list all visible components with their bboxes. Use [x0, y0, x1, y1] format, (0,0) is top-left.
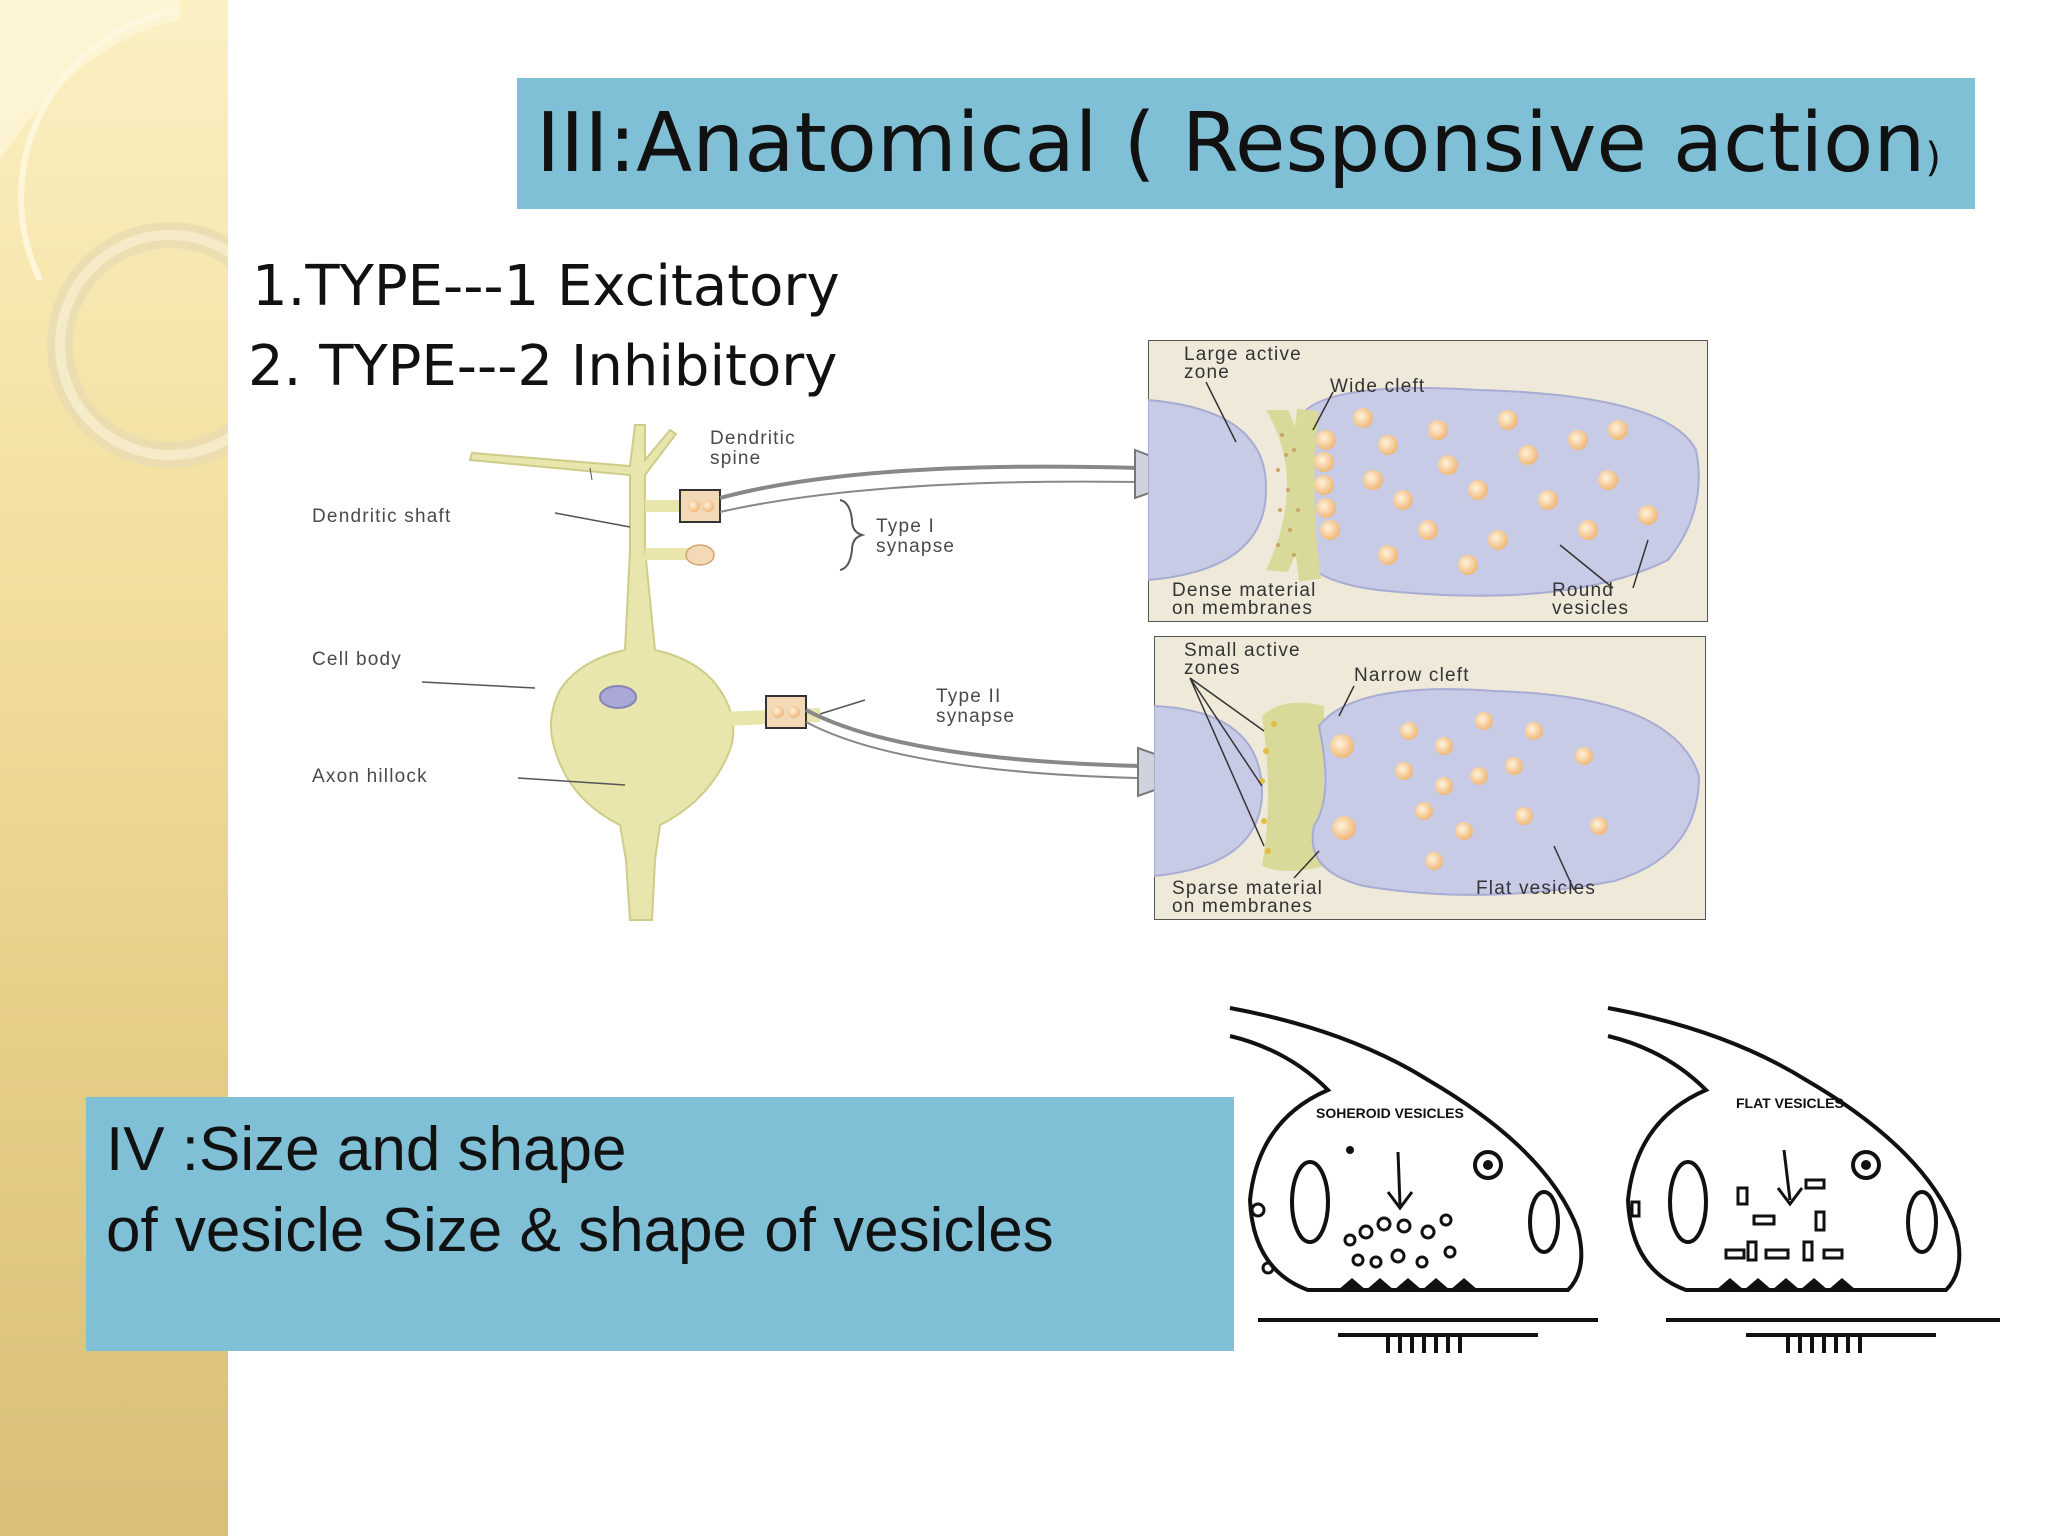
label-wide-cleft: Wide cleft: [1330, 376, 1425, 397]
type2-line: 2. TYPE---2 Inhibitory: [248, 334, 838, 399]
label-spheroid-vesicles: SOHEROID VESICLES: [1316, 1105, 1464, 1121]
label-small-active-zones-1: Small active: [1184, 640, 1301, 661]
neuron-synapse-diagram: Dendritic spine Dendritic shaft Type I s…: [312, 424, 1208, 921]
label-sparse-material-1: Sparse material: [1172, 878, 1323, 899]
flat-terminal: [1607, 1006, 2000, 1337]
type1-line: 1.TYPE---1 Excitatory: [252, 254, 840, 319]
round-vesicles: [1314, 408, 1658, 575]
spheroid-terminal: [1229, 1006, 1598, 1337]
label-small-active-zones-2: zones: [1184, 658, 1241, 679]
decorative-rings: [0, 0, 228, 468]
label-type1-2: synapse: [876, 536, 955, 557]
label-dense-material-1: Dense material: [1172, 580, 1317, 601]
label-dendritic-shaft: Dendritic shaft: [312, 506, 451, 527]
label-dendritic-spine-2: spine: [710, 448, 761, 469]
label-dendritic-spine-1: Dendritic: [710, 428, 796, 449]
vesicle-shape-sketches: SOHEROID VESICLES FLAT VESICLES: [1229, 1006, 2000, 1353]
label-round-vesicles-2: vesicles: [1552, 598, 1629, 619]
size-shape-line2: of vesicle Size & shape of vesicles: [106, 1196, 1054, 1265]
slide-title: III:Anatomical ( Responsive action): [536, 84, 1941, 218]
label-type2-2: synapse: [936, 706, 1015, 727]
type1-synapse-2: [685, 544, 715, 566]
label-type1-1: Type I: [876, 516, 935, 537]
type1-synapse-panel: Large active zone Wide cleft Dense mater…: [1148, 340, 1708, 622]
neuron: [468, 424, 820, 921]
label-flat-vesicles-sketch: FLAT VESICLES: [1736, 1095, 1844, 1111]
label-type2-1: Type II: [936, 686, 1001, 707]
label-cell-body: Cell body: [312, 649, 402, 670]
size-shape-box: [86, 1097, 1234, 1351]
label-large-active-zone-2: zone: [1184, 362, 1230, 383]
label-round-vesicles-1: Round: [1552, 580, 1614, 601]
label-large-active-zone-1: Large active: [1184, 344, 1302, 365]
label-flat-vesicles: Flat vesicles: [1476, 878, 1596, 899]
flat-vesicles: [1330, 712, 1608, 870]
title-box: [517, 78, 1975, 209]
label-narrow-cleft: Narrow cleft: [1354, 665, 1470, 686]
title-main: III:Anatomical ( Responsive action: [536, 96, 1926, 191]
label-dense-material-2: on membranes: [1172, 598, 1313, 619]
label-axon-hillock: Axon hillock: [312, 766, 428, 787]
size-shape-line1: IV :Size and shape: [106, 1115, 627, 1184]
label-sparse-material-2: on membranes: [1172, 896, 1313, 917]
title-paren: ): [1925, 135, 1941, 181]
type2-synapse-panel: Small active zones Narrow cleft Sparse m…: [1154, 636, 1706, 920]
